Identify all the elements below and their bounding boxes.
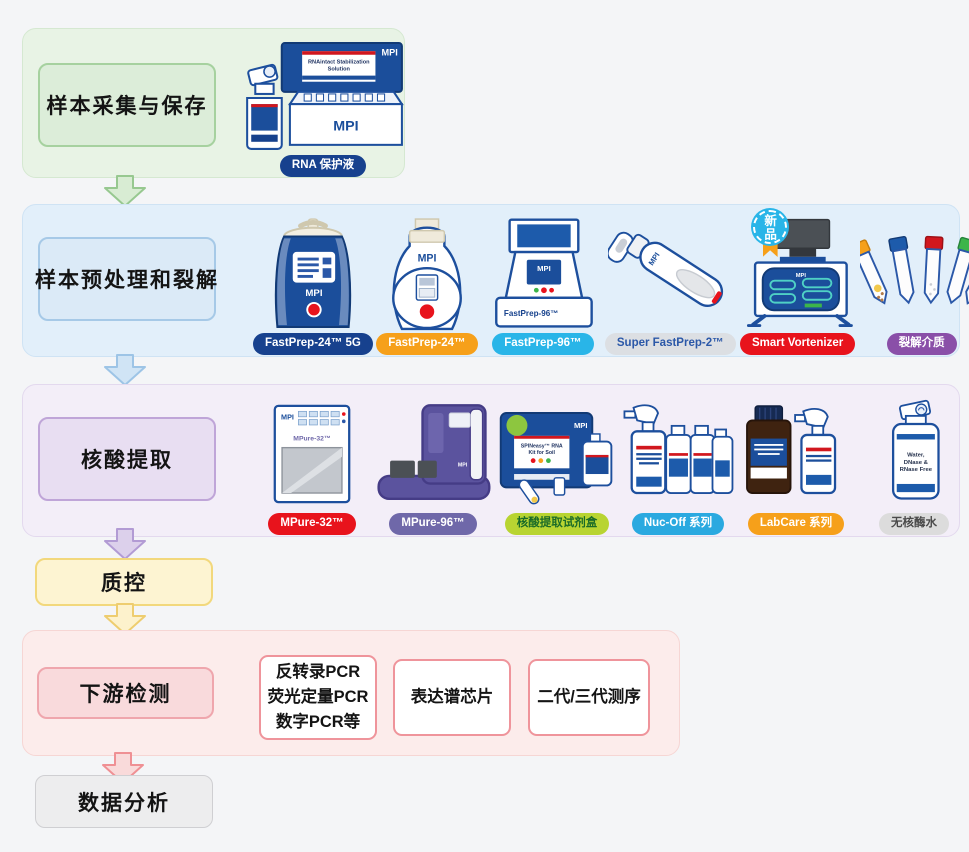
method-line: 荧光定量PCR <box>267 688 369 707</box>
svg-text:FastPrep-96™: FastPrep-96™ <box>504 309 558 318</box>
product-nuclease-free-water: Water, DNase & RNase Free 无核酶水 <box>855 389 969 535</box>
arrow-down-pink <box>101 752 145 784</box>
mpure-96-illustration: MPI <box>371 397 495 511</box>
svg-text:Water,: Water, <box>907 453 925 459</box>
stage-label-text: 核酸提取 <box>81 449 173 472</box>
stage-label-text: 样本预处理和裂解 <box>35 269 219 292</box>
nuc-off-badge: Nuc-Off 系列 <box>631 513 725 535</box>
extraction-kit-illustration: MPI SPINeasy™ RNA Kit for Soil <box>495 397 619 511</box>
svg-text:SPINeasy™ RNA: SPINeasy™ RNA <box>521 444 563 450</box>
lysis-matrix-badge: 裂解介质 <box>886 333 957 355</box>
nuclease-free-water-illustration: Water, DNase & RNase Free <box>855 397 969 511</box>
lysis-matrix-tubes-illustration <box>859 217 969 331</box>
rna-kit-box-icon: MPI RNAintact Stabilization Solution MPI <box>246 42 404 151</box>
product-lysis-matrix: 裂解介质 <box>859 209 969 355</box>
rna-protect-bottle-icon <box>246 64 283 151</box>
stage-pretreatment-lysis: 样本预处理和裂解 <box>22 204 969 357</box>
svg-text:MPI: MPI <box>382 48 398 58</box>
extraction-products: MPI MPure-32™ MPure-32™ <box>253 389 959 535</box>
stage-label-text: 质控 <box>101 572 147 595</box>
fastprep-96-illustration: MPI FastPrep-96™ <box>481 217 605 331</box>
fastprep-24-5g-badge: FastPrep-24™ 5G <box>253 333 373 355</box>
stage-label-text: 样本采集与保存 <box>46 95 208 118</box>
stage-label-text: 数据分析 <box>78 791 170 815</box>
stage-label-sample-collection: 样本采集与保存 <box>38 63 216 147</box>
svg-text:MPure-32™: MPure-32™ <box>293 436 330 443</box>
svg-text:RNAintact Stabilization: RNAintact Stabilization <box>308 60 370 66</box>
rna-protect-illustration: MPI RNAintact Stabilization Solution MPI <box>238 41 408 153</box>
smart-vortenizer-badge: Smart Vortenizer <box>740 333 856 355</box>
fastprep-24-illustration: MPI <box>373 217 481 331</box>
product-labcare: LabCare 系列 <box>737 389 855 535</box>
product-super-fastprep-2: MPI Super FastPrep-2™ <box>604 209 736 355</box>
product-fastprep-96: MPI FastPrep-96™ FastPrep-96™ <box>481 209 605 355</box>
svg-text:MPI: MPI <box>281 413 294 422</box>
svg-text:Kit for Soil: Kit for Soil <box>529 450 556 456</box>
method-line: 数字PCR等 <box>275 712 361 731</box>
nuc-off-illustration <box>619 397 737 511</box>
fastprep-24-badge: FastPrep-24™ <box>376 333 478 355</box>
extraction-kit-badge: 核酸提取试剂盒 <box>504 513 610 535</box>
stage-label-pretreatment: 样本预处理和裂解 <box>35 237 219 321</box>
new-label: 新品 <box>752 210 787 244</box>
svg-text:MPI: MPI <box>417 253 436 265</box>
product-smart-vortenizer: 新品 MPI <box>736 209 860 355</box>
method-pcr: 反转录PCR 荧光定量PCR 数字PCR等 <box>259 655 377 740</box>
svg-text:MPI: MPI <box>537 265 551 274</box>
product-mpure-32: MPI MPure-32™ MPure-32™ <box>253 389 371 535</box>
fastprep-96-badge: FastPrep-96™ <box>492 333 594 355</box>
product-fastprep-24: MPI FastPrep-24™ <box>373 209 481 355</box>
product-fastprep-24-5g: MPI FastPrep-24™ 5G <box>253 209 373 355</box>
fastprep-24-5g-illustration: MPI <box>260 217 366 331</box>
super-fastprep-2-badge: Super FastPrep-2™ <box>604 333 736 355</box>
method-ngs-sequencing: 二代/三代测序 <box>528 659 650 736</box>
stage-label-downstream: 下游检测 <box>37 667 214 719</box>
svg-text:MPI: MPI <box>333 119 358 135</box>
svg-text:MPI: MPI <box>305 289 322 300</box>
svg-text:MPI: MPI <box>795 273 806 279</box>
product-mpure-96: MPI MPure-96™ <box>371 389 495 535</box>
stage-nucleic-acid-extraction: 核酸提取 MPI MPure-32™ <box>22 384 960 537</box>
svg-text:MPI: MPI <box>458 463 468 469</box>
stage-downstream-detection: 下游检测 反转录PCR 荧光定量PCR 数字PCR等 表达谱芯片 二代/三代测序 <box>22 630 680 756</box>
arrow-down-yellow <box>103 603 147 635</box>
product-extraction-kit: MPI SPINeasy™ RNA Kit for Soil <box>495 389 619 535</box>
product-rna-protect: MPI RNAintact Stabilization Solution MPI <box>233 37 413 177</box>
arrow-down-green <box>103 175 147 207</box>
arrow-down-blue <box>103 354 147 386</box>
svg-text:RNase Free: RNase Free <box>900 468 933 474</box>
mpure-32-illustration: MPI MPure-32™ <box>253 397 371 511</box>
super-fastprep-2-illustration: MPI <box>608 217 732 331</box>
stage-label-extraction: 核酸提取 <box>38 417 216 501</box>
rna-protect-badge: RNA 保护液 <box>279 155 367 177</box>
svg-text:Solution: Solution <box>328 67 351 73</box>
stage-sample-collection: 样本采集与保存 MPI RNAintact Stabilization Solu… <box>22 28 405 178</box>
svg-text:DNase &: DNase & <box>904 460 929 466</box>
method-expression-microarray: 表达谱芯片 <box>393 659 511 736</box>
pretreatment-products: MPI FastPrep-24™ 5G MPI <box>253 209 969 355</box>
mpure-96-badge: MPure-96™ <box>389 513 477 535</box>
labcare-illustration <box>737 397 855 511</box>
svg-text:MPI: MPI <box>574 422 588 431</box>
new-product-badge: 新品 <box>752 209 792 263</box>
mpure-32-badge: MPure-32™ <box>268 513 356 535</box>
method-line: 二代/三代测序 <box>537 688 641 707</box>
method-line: 反转录PCR <box>275 663 361 682</box>
labcare-badge: LabCare 系列 <box>747 513 845 535</box>
method-line: 表达谱芯片 <box>410 688 494 707</box>
stage-label-text: 下游检测 <box>79 683 172 706</box>
nuclease-free-water-badge: 无核酶水 <box>879 513 949 535</box>
stage-data-analysis: 数据分析 <box>35 775 213 828</box>
arrow-down-purple <box>103 528 147 560</box>
stage-quality-control: 质控 <box>35 558 213 606</box>
smart-vortenizer-illustration: MPI <box>736 217 860 331</box>
product-nuc-off: Nuc-Off 系列 <box>619 389 737 535</box>
